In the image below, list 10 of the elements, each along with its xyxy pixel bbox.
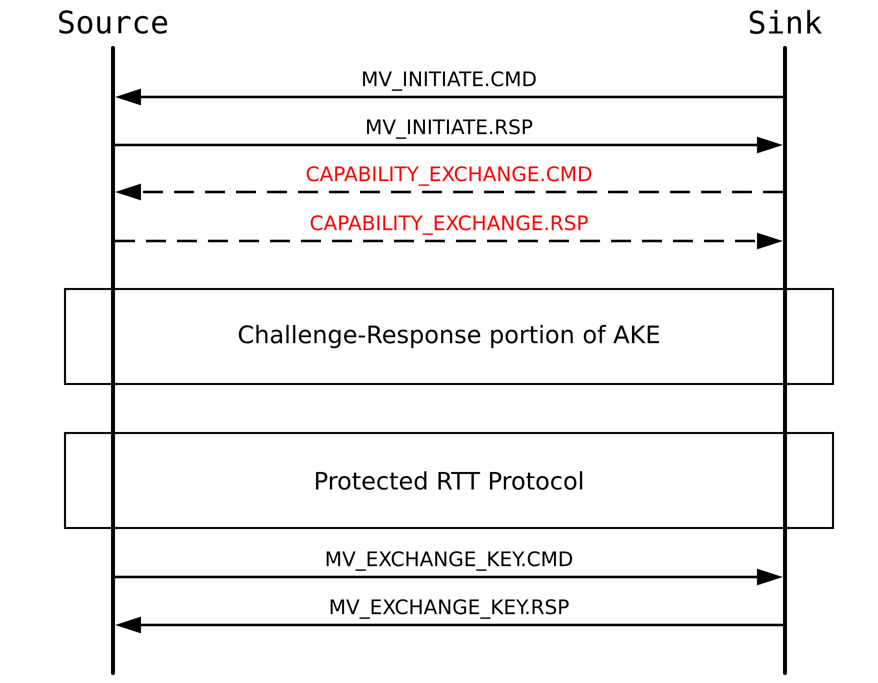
edge-label: MV_EXCHANGE_KEY.CMD — [326, 551, 572, 571]
edge-label: CAPABILITY_EXCHANGE.CMD — [306, 166, 592, 186]
process-box: Protected RTT Protocol — [64, 432, 834, 529]
participant-label: Source — [59, 10, 168, 34]
participant-label: Sink — [750, 10, 822, 34]
edge-label: MV_EXCHANGE_KEY.RSP — [330, 599, 569, 619]
edge-label: MV_INITIATE.CMD — [363, 71, 536, 91]
process-box: Challenge-Response portion of AKE — [64, 288, 834, 385]
edge-label: CAPABILITY_EXCHANGE.RSP — [310, 215, 588, 235]
edge-label: MV_INITIATE.RSP — [367, 119, 532, 139]
